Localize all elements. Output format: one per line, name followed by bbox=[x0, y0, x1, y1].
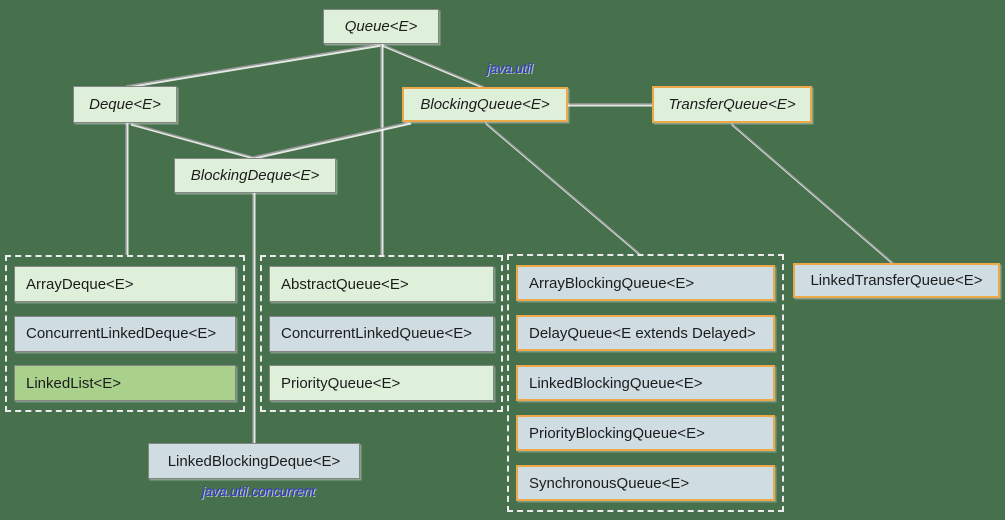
edge-blocking-queue-transfer-queue bbox=[568, 103, 652, 107]
node-linked-blocking-deque-class: LinkedBlockingDeque<E> bbox=[148, 443, 360, 479]
edge-blocking-queue-blocking-deque bbox=[252, 121, 412, 160]
node-linked-transfer-queue-class: LinkedTransferQueue<E> bbox=[793, 263, 1000, 298]
edge-blocking-queue-blocking-implementations-group bbox=[484, 121, 642, 257]
edge-transfer-queue-linked-transfer-queue bbox=[730, 122, 895, 266]
node-synchronous-queue-class: SynchronousQueue<E> bbox=[516, 465, 775, 501]
edge-deque-deque-implementations-group bbox=[125, 123, 129, 255]
node-delay-queue-class: DelayQueue<E extends Delayed> bbox=[516, 315, 775, 351]
node-transfer-queue-interface: TransferQueue<E> bbox=[652, 86, 812, 123]
node-concurrent-linked-queue-class: ConcurrentLinkedQueue<E> bbox=[269, 315, 494, 352]
edge-queue-blocking-queue bbox=[380, 43, 486, 90]
node-priority-blocking-queue-class: PriorityBlockingQueue<E> bbox=[516, 415, 775, 451]
node-queue-interface: Queue<E> bbox=[323, 9, 439, 44]
node-linked-blocking-queue-class: LinkedBlockingQueue<E> bbox=[516, 365, 775, 401]
node-abstract-queue-class: AbstractQueue<E> bbox=[269, 266, 494, 302]
group-queue-implementations: AbstractQueue<E> ConcurrentLinkedQueue<E… bbox=[260, 255, 503, 412]
group-blocking-queue-implementations: ArrayBlockingQueue<E> DelayQueue<E exten… bbox=[507, 254, 784, 512]
node-priority-queue-class: PriorityQueue<E> bbox=[269, 365, 494, 401]
group-deque-implementations: ArrayDeque<E> ConcurrentLinkedDeque<E> L… bbox=[5, 255, 245, 412]
package-label-java-util-concurrent: java.util.concurrent bbox=[201, 484, 316, 499]
node-linked-list-class: LinkedList<E> bbox=[14, 365, 236, 401]
package-label-java-util: java.util bbox=[487, 61, 533, 76]
node-array-deque-class: ArrayDeque<E> bbox=[14, 266, 236, 302]
node-blocking-deque-interface: BlockingDeque<E> bbox=[174, 158, 336, 193]
edge-blocking-deque-linked-blocking-deque bbox=[252, 193, 256, 443]
node-array-blocking-queue-class: ArrayBlockingQueue<E> bbox=[516, 265, 775, 301]
edge-deque-blocking-deque bbox=[129, 122, 255, 160]
node-blocking-queue-interface: BlockingQueue<E> bbox=[402, 87, 568, 122]
edge-queue-deque bbox=[125, 43, 383, 89]
node-deque-interface: Deque<E> bbox=[73, 86, 177, 123]
node-concurrent-linked-deque-class: ConcurrentLinkedDeque<E> bbox=[14, 315, 236, 352]
edge-queue-queue-implementations-group bbox=[380, 44, 384, 255]
